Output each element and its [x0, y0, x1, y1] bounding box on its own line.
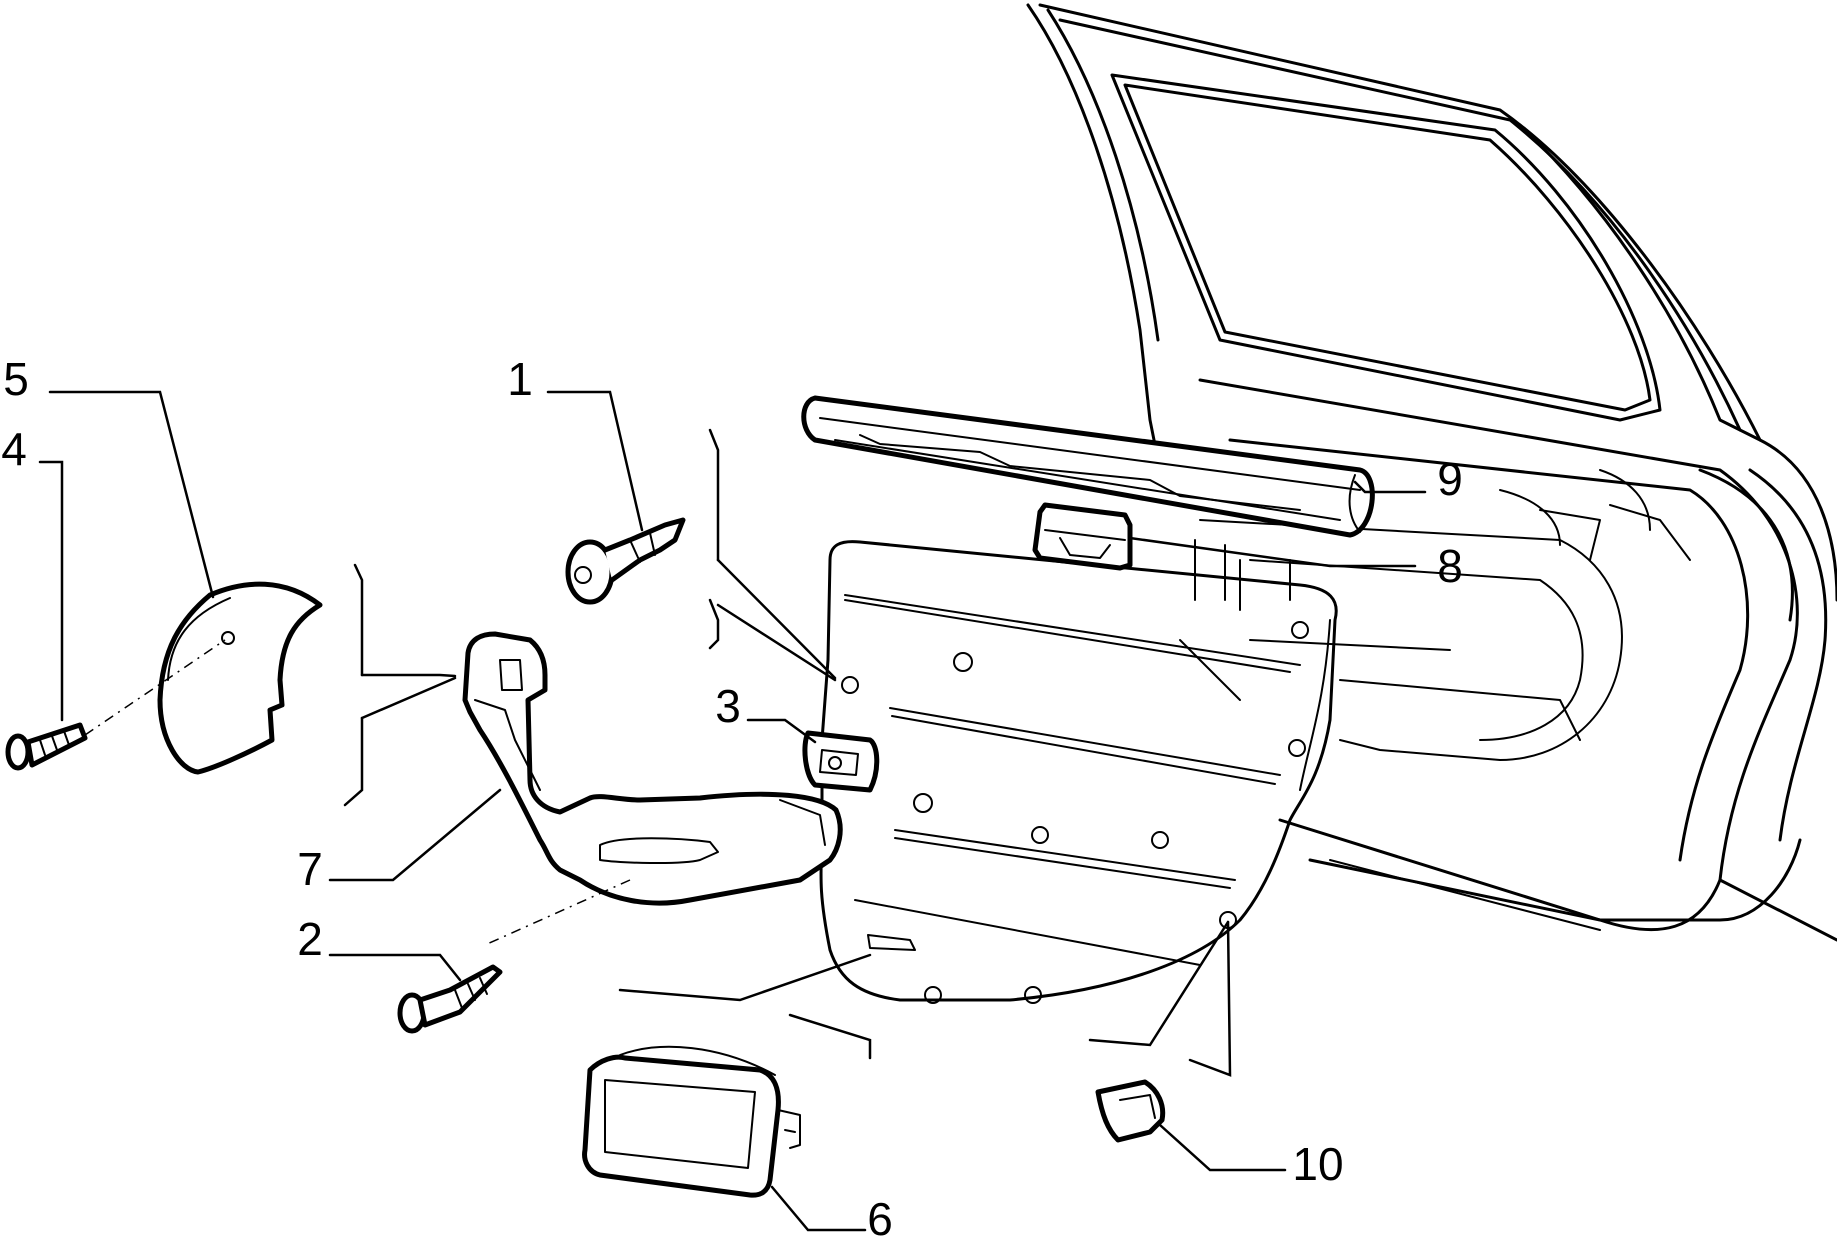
callout-1: 1	[507, 353, 533, 405]
callout-4: 4	[1, 423, 27, 475]
part-2-screw	[397, 964, 503, 1034]
part-6-pocket	[582, 1045, 801, 1198]
part-4-screw	[5, 639, 226, 771]
callout-6: 6	[867, 1193, 893, 1238]
part-3-latch	[802, 730, 880, 793]
part-5-cover-cap	[157, 581, 323, 775]
callout-10: 10	[1292, 1138, 1343, 1190]
part-10-clip	[1095, 1079, 1166, 1143]
part-7-armrest-handle	[462, 631, 843, 946]
door-trim-panel	[819, 540, 1338, 1004]
part-9-belt-molding	[801, 395, 1375, 538]
callout-8: 8	[1437, 540, 1463, 592]
part-1-push-pin	[565, 517, 686, 605]
callout-2: 2	[297, 913, 323, 965]
callout-5: 5	[3, 353, 29, 405]
part-8-clip	[1032, 502, 1133, 571]
door-body	[1026, 3, 1837, 942]
leader-lines	[38, 390, 1427, 1232]
callout-9: 9	[1437, 453, 1463, 505]
callout-7: 7	[297, 843, 323, 895]
callout-3: 3	[715, 680, 741, 732]
callout-labels: 1 2 3 4 5 6 7 8 9 10	[1, 353, 1463, 1238]
